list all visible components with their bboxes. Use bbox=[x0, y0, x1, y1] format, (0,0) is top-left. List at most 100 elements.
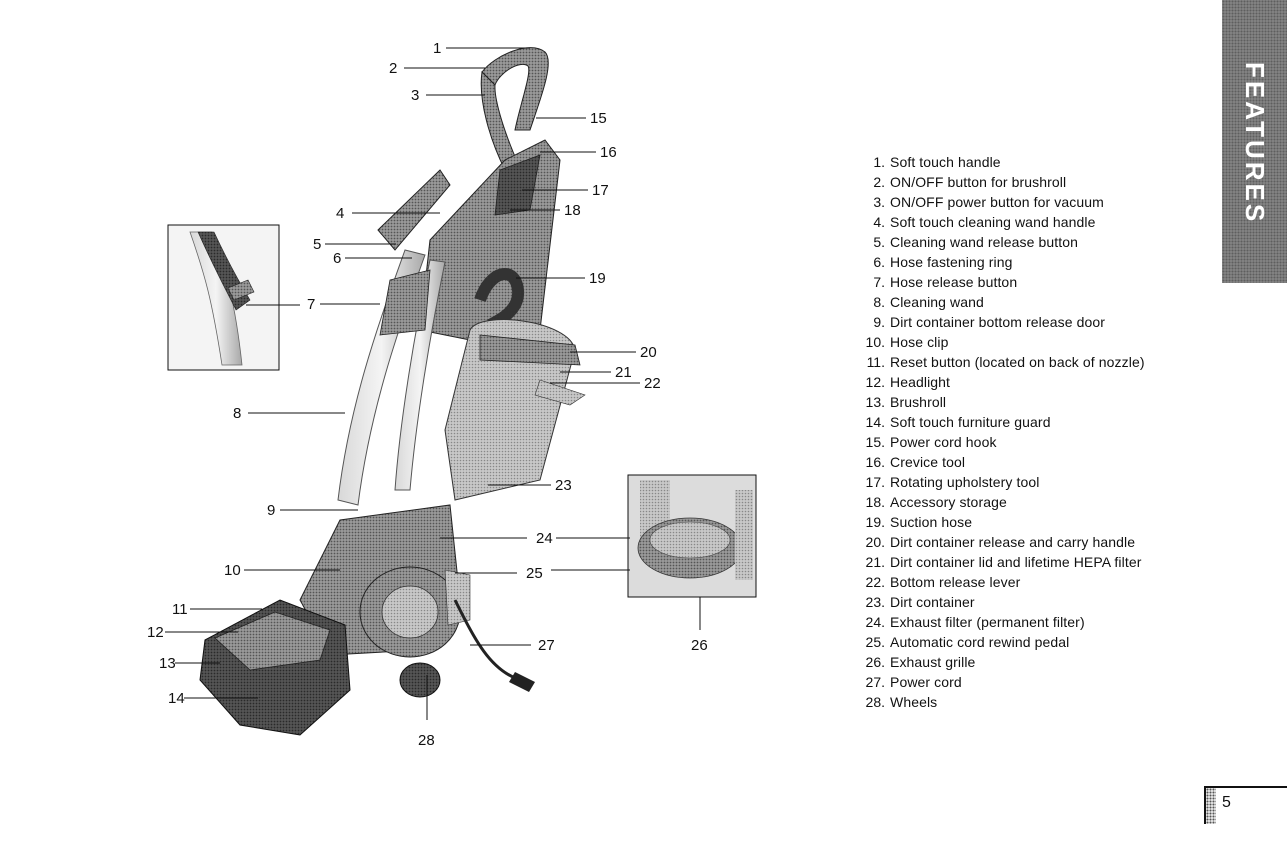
leader-lines bbox=[165, 47, 701, 720]
feature-label: Power cord hook bbox=[890, 434, 997, 450]
feature-item: 10. Hose clip bbox=[843, 332, 1203, 352]
callout-11: 11 bbox=[172, 601, 188, 618]
callout-21: 21 bbox=[615, 364, 632, 381]
callout-26: 26 bbox=[691, 637, 708, 654]
feature-item: 19. Suction hose bbox=[843, 512, 1203, 532]
feature-label: Dirt container release and carry handle bbox=[890, 534, 1136, 550]
feature-number: 1. bbox=[873, 154, 885, 170]
feature-label: Wheels bbox=[890, 694, 938, 710]
feature-number: 17. bbox=[865, 474, 885, 490]
feature-number: 23. bbox=[865, 594, 885, 610]
feature-number: 5. bbox=[873, 234, 885, 250]
feature-label: Brushroll bbox=[890, 394, 947, 410]
callout-8: 8 bbox=[233, 405, 241, 422]
feature-item: 13. Brushroll bbox=[843, 392, 1203, 412]
feature-item: 7.Hose release button bbox=[843, 272, 1203, 292]
feature-label: Crevice tool bbox=[890, 454, 966, 470]
callout-18: 18 bbox=[564, 202, 581, 219]
feature-item: 21. Dirt container lid and lifetime HEPA … bbox=[843, 552, 1203, 572]
feature-item: 11. Reset button (located on back of nozz… bbox=[843, 352, 1203, 372]
feature-item: 24. Exhaust filter (permanent filter) bbox=[843, 612, 1203, 632]
feature-item: 6. Hose fastening ring bbox=[843, 252, 1203, 272]
feature-item: 1.Soft touch handle bbox=[843, 152, 1203, 172]
feature-label: ON/OFF button for brushroll bbox=[890, 174, 1067, 190]
page-number: 5 bbox=[1222, 794, 1231, 811]
feature-label: Soft touch cleaning wand handle bbox=[890, 214, 1096, 230]
callout-numbers: 1 2 3 4 5 6 7 8 9 10 11 12 13 14 15 16 1… bbox=[147, 40, 708, 749]
callout-25: 25 bbox=[526, 565, 543, 582]
feature-item: 22.Bottom release lever bbox=[843, 572, 1203, 592]
feature-label: Dirt container lid and lifetime HEPA fil… bbox=[890, 554, 1142, 570]
feature-label: Dirt container bbox=[890, 594, 975, 610]
callout-20: 20 bbox=[640, 344, 657, 361]
feature-item: 16.Crevice tool bbox=[843, 452, 1203, 472]
feature-number: 9. bbox=[873, 314, 885, 330]
feature-label: Dirt container bottom release door bbox=[890, 314, 1106, 330]
feature-number: 10. bbox=[865, 334, 885, 350]
callout-14: 14 bbox=[168, 690, 185, 707]
feature-number: 28. bbox=[865, 694, 885, 710]
feature-number: 6. bbox=[873, 254, 885, 270]
feature-number: 19. bbox=[865, 514, 885, 530]
callout-24: 24 bbox=[536, 530, 553, 547]
feature-label: Soft touch furniture guard bbox=[890, 414, 1051, 430]
feature-number: 4. bbox=[873, 214, 885, 230]
callout-3: 3 bbox=[411, 87, 419, 104]
feature-item: 2.ON/OFF button for brushroll bbox=[843, 172, 1203, 192]
feature-label: Accessory storage bbox=[890, 494, 1007, 510]
feature-number: 8. bbox=[873, 294, 885, 310]
page-number-stripe bbox=[1206, 788, 1216, 824]
feature-number: 3. bbox=[873, 194, 885, 210]
feature-number: 25. bbox=[865, 634, 885, 650]
feature-number: 7. bbox=[873, 274, 885, 290]
callout-19: 19 bbox=[589, 270, 606, 287]
feature-label: Suction hose bbox=[890, 514, 973, 530]
feature-label: Hose fastening ring bbox=[890, 254, 1013, 270]
feature-number: 24. bbox=[865, 614, 885, 630]
feature-item: 18.Accessory storage bbox=[843, 492, 1203, 512]
feature-number: 27. bbox=[865, 674, 885, 690]
feature-item: 4. Soft touch cleaning wand handle bbox=[843, 212, 1203, 232]
callout-17: 17 bbox=[592, 182, 609, 199]
callout-22: 22 bbox=[644, 375, 661, 392]
feature-label: Cleaning wand bbox=[890, 294, 984, 310]
feature-item: 20. Dirt container release and carry hand… bbox=[843, 532, 1203, 552]
vacuum-illustration bbox=[199, 47, 586, 736]
feature-label: Bottom release lever bbox=[890, 574, 1021, 590]
feature-item: 5. Cleaning wand release button bbox=[843, 232, 1203, 252]
callout-5: 5 bbox=[313, 236, 321, 253]
feature-label: Exhaust filter (permanent filter) bbox=[890, 614, 1085, 630]
feature-number: 21. bbox=[865, 554, 885, 570]
feature-number: 13. bbox=[865, 394, 885, 410]
callout-13: 13 bbox=[159, 655, 176, 672]
feature-label: Hose clip bbox=[890, 334, 949, 350]
features-tab bbox=[1222, 0, 1287, 283]
feature-item: 23. Dirt container bbox=[843, 592, 1203, 612]
feature-item: 12.Headlight bbox=[843, 372, 1203, 392]
callout-16: 16 bbox=[600, 144, 617, 161]
feature-item: 17.Rotating upholstery tool bbox=[843, 472, 1203, 492]
feature-number: 15. bbox=[865, 434, 885, 450]
feature-label: ON/OFF power button for vacuum bbox=[890, 194, 1104, 210]
feature-number: 11. bbox=[866, 354, 885, 370]
callout-7: 7 bbox=[307, 296, 315, 313]
inset-exhaust-detail bbox=[627, 474, 757, 598]
callout-4: 4 bbox=[336, 205, 344, 222]
callout-27: 27 bbox=[538, 637, 555, 654]
feature-item: 15. Power cord hook bbox=[843, 432, 1203, 452]
feature-item: 27. Power cord bbox=[843, 672, 1203, 692]
feature-label: Cleaning wand release button bbox=[890, 234, 1079, 250]
callout-1: 1 bbox=[433, 40, 441, 57]
callout-10: 10 bbox=[224, 562, 241, 579]
feature-item: 9. Dirt container bottom release door bbox=[843, 312, 1203, 332]
feature-label: Exhaust grille bbox=[890, 654, 976, 670]
feature-item: 8. Cleaning wand bbox=[843, 292, 1203, 312]
feature-item: 3. ON/OFF power button for vacuum bbox=[843, 192, 1203, 212]
feature-number: 20. bbox=[865, 534, 885, 550]
feature-label: Power cord bbox=[890, 674, 962, 690]
feature-label: Reset button (located on back of nozzle) bbox=[890, 354, 1145, 370]
inset-hose-detail bbox=[167, 224, 280, 371]
page-number-box: 5 bbox=[1204, 786, 1287, 824]
features-tab-label: FEATURES bbox=[1240, 61, 1270, 225]
